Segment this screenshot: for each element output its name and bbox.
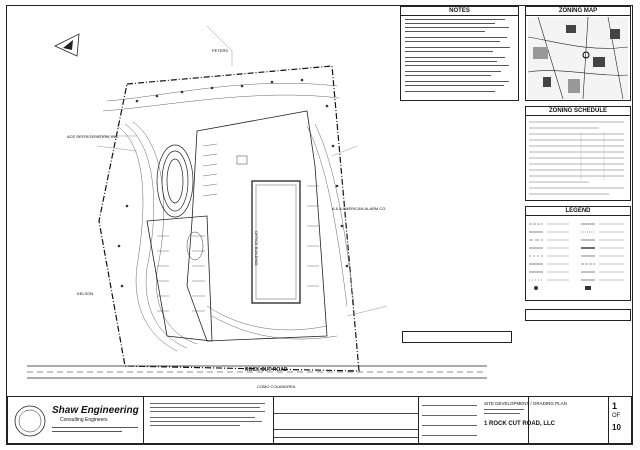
rock-cut-road bbox=[27, 365, 487, 379]
property-boundary bbox=[98, 65, 360, 372]
landscape-trees bbox=[117, 78, 349, 288]
legend-title: LEGEND bbox=[526, 207, 630, 216]
road-label: ROCK CUT ROAD bbox=[245, 367, 288, 373]
notes-title: NOTES bbox=[401, 7, 518, 16]
firm-subtitle: Consulting Engineers bbox=[60, 417, 108, 423]
north-arrow-icon bbox=[54, 33, 80, 57]
parking-area bbox=[146, 110, 328, 342]
notes-panel: NOTES bbox=[400, 6, 519, 101]
sheet-title: SITE DEVELOPMENT / GRADING PLAN bbox=[484, 401, 567, 406]
neighbor-label-top: PETERS bbox=[212, 48, 229, 53]
engineer-seal-icon bbox=[14, 405, 46, 437]
neighbor-label-left-1: ACE REFRIGERATION, INC. bbox=[67, 134, 120, 139]
site-plan-drawing bbox=[27, 25, 487, 379]
contour-lines bbox=[102, 82, 355, 352]
detention-basin bbox=[156, 144, 194, 218]
zoning-map-panel: ZONING MAP bbox=[525, 6, 631, 101]
sheet-total: 10 bbox=[612, 423, 621, 432]
parking-stalls bbox=[157, 143, 319, 312]
building-label: OFFICE BUILDING bbox=[254, 231, 259, 266]
title-block: Shaw Engineering Consulting Engineers SI… bbox=[7, 396, 632, 444]
neighbor-label-left-2: KELSON bbox=[77, 291, 94, 296]
sheet-number: 1 bbox=[612, 401, 618, 411]
zoning-schedule-title: ZONING SCHEDULE bbox=[526, 107, 630, 116]
neighbor-label-right: A & A AMERICAN ALARM CO. bbox=[332, 206, 387, 211]
revision-note-box bbox=[402, 331, 512, 343]
zoning-schedule-panel: ZONING SCHEDULE bbox=[525, 106, 631, 201]
firm-name: Shaw Engineering bbox=[52, 405, 139, 416]
sheet-of: OF bbox=[612, 413, 621, 419]
drawing-sheet: PETERS ACE REFRIGERATION, INC. KELSON A … bbox=[6, 5, 633, 445]
legend-panel: LEGEND bbox=[525, 206, 631, 301]
note-box bbox=[525, 309, 631, 321]
zoning-map-title: ZONING MAP bbox=[526, 7, 630, 16]
zoning-map-graphic bbox=[528, 17, 628, 99]
office-building bbox=[251, 180, 301, 304]
project-name: 1 ROCK CUT ROAD, LLC bbox=[484, 421, 555, 427]
road-below-label: COMO COLANDREA bbox=[257, 384, 296, 389]
